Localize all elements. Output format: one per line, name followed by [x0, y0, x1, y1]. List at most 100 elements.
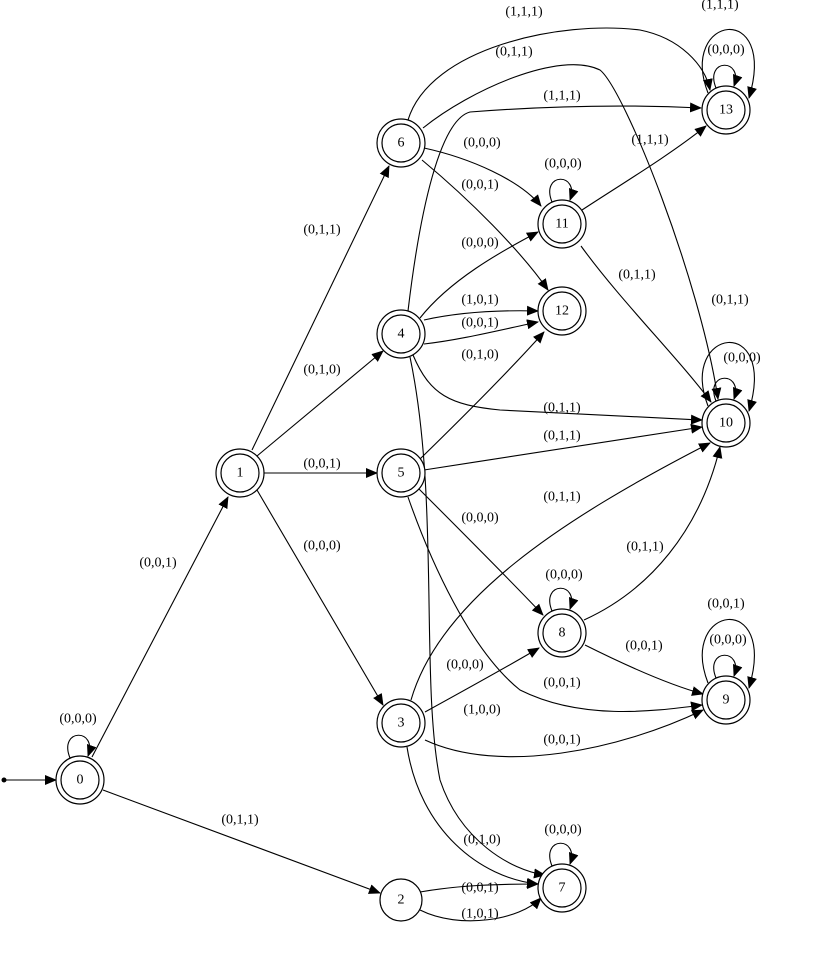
state-inner-ring [542, 868, 582, 908]
edge-13-to-13 [701, 28, 757, 99]
edge-label-0-to-0: (0,0,0) [59, 712, 97, 727]
edge-3-to-8 [424, 647, 540, 713]
edge-10-to-10 [713, 377, 743, 402]
edge-2-to-7 [419, 897, 542, 922]
edge-label-8-to-10: (0,1,1) [626, 540, 664, 555]
edge-4-to-13 [407, 102, 702, 312]
edge-label-4-to-13: (1,1,1) [543, 89, 581, 104]
state-label-6: 6 [398, 136, 405, 151]
edge-label-5-to-8: (0,0,0) [461, 511, 499, 526]
edge-label-1-to-5: (0,0,1) [303, 457, 341, 472]
state-inner-ring [381, 314, 421, 354]
state-node-11: 11 [537, 199, 587, 249]
edge-5-to-10 [423, 423, 703, 471]
edge-8-to-8 [549, 587, 579, 612]
state-label-10: 10 [719, 416, 733, 431]
edge-0-to-1 [91, 496, 229, 758]
state-ring [379, 878, 423, 922]
edge-label-11-to-10: (0,1,1) [618, 268, 656, 283]
edge-2-to-7 [419, 879, 539, 893]
edge-labels-layer: (0,0,0) (0,0,1) (0,1,1) (0,1,1) (0,1,0) (0,0,… [59, 0, 761, 922]
state-node-4: 4 [376, 309, 426, 359]
edge-label-2-to-7: (0,0,1) [461, 881, 499, 896]
edge-3-to-7 [406, 746, 539, 888]
edge-label-10-to-10: (0,0,0) [723, 351, 761, 366]
edge-label-1-to-4: (0,1,0) [303, 363, 341, 378]
edge-label-6-to-11: (0,0,0) [463, 136, 501, 151]
edge-label-3-to-7: (0,1,0) [463, 833, 501, 848]
edge-label-7-to-7: (0,0,0) [544, 823, 582, 838]
state-node-13: 13 [701, 85, 751, 135]
edge-6-to-11 [423, 147, 542, 207]
edge-0-to-0 [67, 734, 97, 759]
edge-label-1-to-6: (0,1,1) [303, 223, 341, 238]
edge-label-13-to-13: (0,0,0) [707, 43, 745, 58]
edge-label-0-to-2: (0,1,1) [221, 813, 259, 828]
edge-label-4-to-11: (0,0,0) [461, 236, 499, 251]
edge-5-to-9 [407, 496, 703, 713]
state-label-5: 5 [398, 466, 405, 481]
initial-state-dot [1, 777, 7, 783]
edge-label-9-to-9: (0,0,0) [709, 633, 747, 648]
edge-label-5-to-10: (0,1,1) [543, 429, 581, 444]
edge-4-to-11 [419, 231, 539, 319]
edge-6-to-12 [421, 159, 549, 291]
edge-label-9-to-9: (0,0,1) [707, 597, 745, 612]
edge-5-to-8 [418, 488, 544, 616]
state-inner-ring [706, 403, 746, 443]
edge-4-to-10 [412, 354, 703, 425]
edge-6-to-10 [422, 64, 722, 400]
state-inner-ring [706, 90, 746, 130]
edge-4-to-12 [423, 319, 539, 345]
edge-1-to-3 [256, 489, 384, 706]
state-inner-ring [542, 613, 582, 653]
edge-label-4-to-7: (1,0,0) [463, 703, 501, 718]
state-node-1: 1 [215, 448, 265, 498]
edge-9-to-9 [701, 618, 757, 689]
edge-label-5-to-9: (0,0,1) [543, 676, 581, 691]
edge-11-to-13 [581, 125, 707, 211]
state-node-8: 8 [537, 608, 587, 658]
state-node-5: 5 [376, 448, 426, 498]
edge-label-3-to-9: (0,0,1) [543, 733, 581, 748]
edge-5-to-12 [419, 331, 545, 460]
edge-1-to-6 [251, 165, 390, 451]
edge-4-to-12 [423, 305, 539, 321]
edges-layer [1, 27, 757, 922]
edge-6-to-13 [407, 27, 713, 121]
state-inner-ring [706, 680, 746, 720]
edge-label-5-to-12: (0,1,0) [461, 348, 499, 363]
edge-label-6-to-13: (1,1,1) [505, 5, 543, 20]
state-inner-ring [542, 291, 582, 331]
state-label-4: 4 [398, 327, 405, 342]
edge-11-to-11 [549, 178, 579, 203]
edge-9-to-9 [713, 654, 743, 679]
state-inner-ring [381, 703, 421, 743]
state-node-12: 12 [537, 286, 587, 336]
state-label-0: 0 [77, 773, 84, 788]
state-label-12: 12 [555, 304, 569, 319]
state-label-13: 13 [719, 103, 733, 118]
edge-label-11-to-13: (1,1,1) [631, 133, 669, 148]
state-label-7: 7 [559, 881, 566, 896]
state-label-1: 1 [237, 466, 244, 481]
state-label-8: 8 [559, 626, 566, 641]
state-inner-ring [542, 204, 582, 244]
state-inner-ring [60, 760, 100, 800]
edge-label-11-to-11: (0,0,0) [544, 157, 582, 172]
edge-label-6-to-12: (0,0,1) [461, 178, 499, 193]
state-label-11: 11 [555, 217, 568, 232]
edge-8-to-10 [583, 446, 723, 621]
edge-label-13-to-13: (1,1,1) [701, 0, 739, 13]
state-inner-ring [381, 123, 421, 163]
edge-label-1-to-3: (0,0,0) [303, 539, 341, 554]
state-node-7: 7 [537, 863, 587, 913]
state-label-3: 3 [398, 716, 405, 731]
edge-label-3-to-10: (0,1,1) [543, 490, 581, 505]
edge-7-to-7 [549, 842, 579, 867]
edge-label-4-to-12: (0,0,1) [461, 316, 499, 331]
edge-13-to-13 [713, 64, 743, 89]
state-inner-ring [381, 453, 421, 493]
